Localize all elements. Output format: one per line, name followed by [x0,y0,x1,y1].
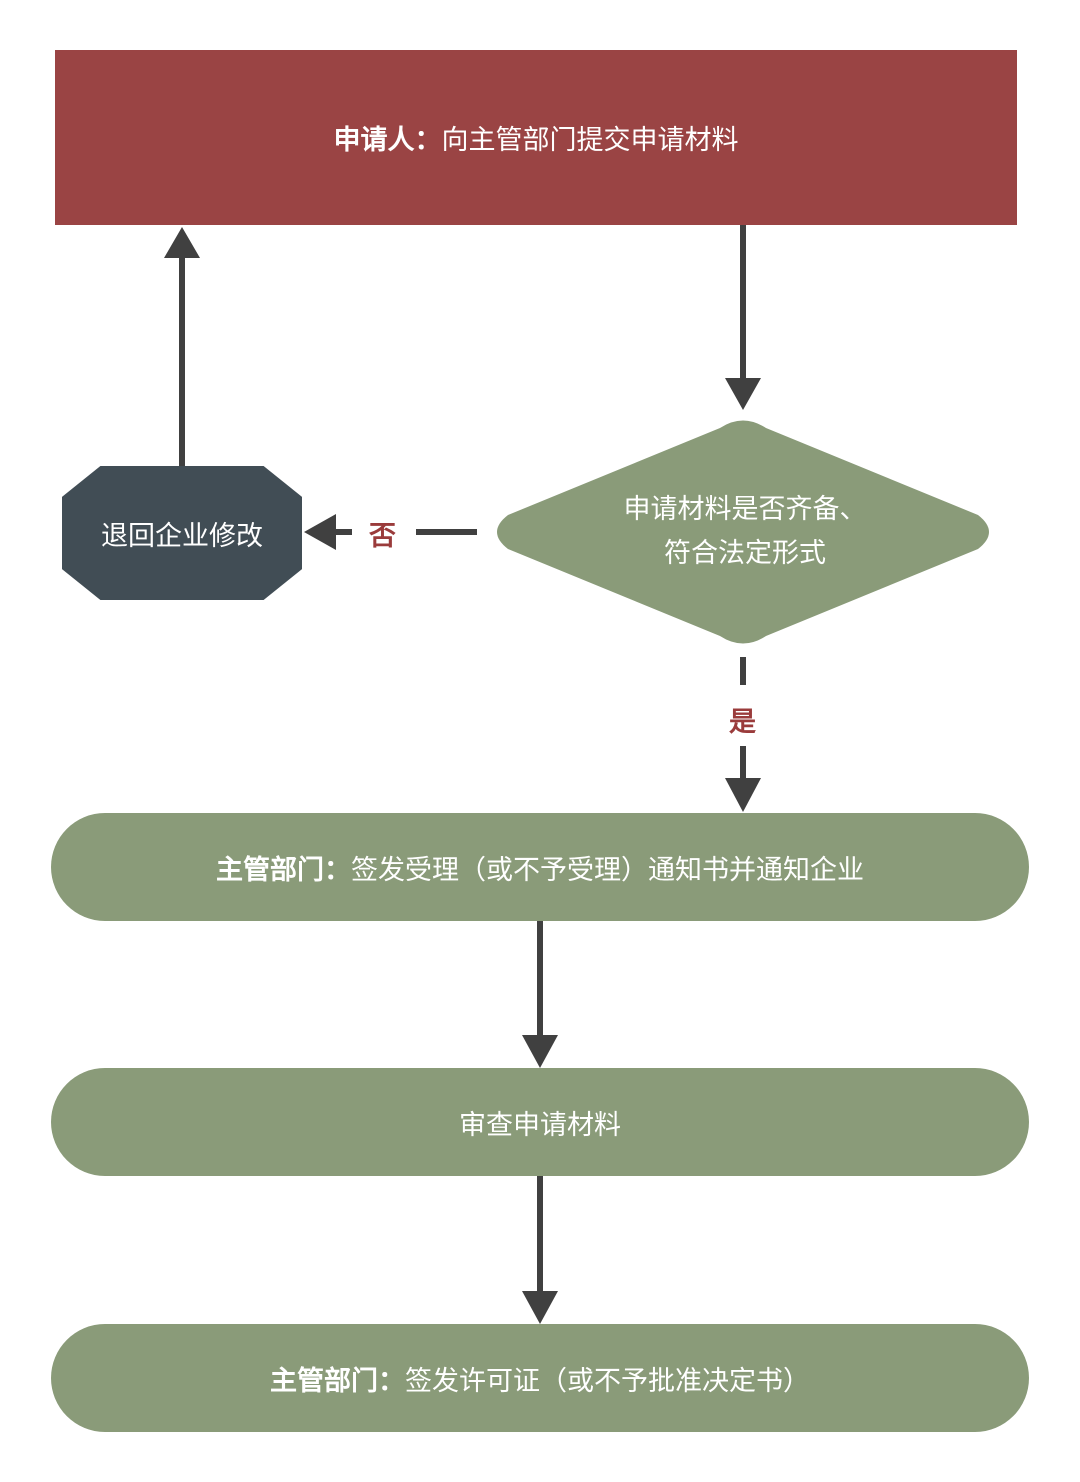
arrowhead-down-permit [522,1291,558,1324]
permit-role: 主管部门： [270,1365,405,1397]
decision-line-2: 符合法定形式 [664,538,826,569]
return-text: 退回企业修改 [101,520,263,552]
arrowhead-left-return [304,514,336,550]
accept-node: 主管部门：签发受理（或不予受理）通知书并通知企业 [51,813,1029,921]
decision-node-text: 申请材料是否齐备、 符合法定形式 [560,488,930,576]
arrowhead-down-decision [725,378,761,410]
decision-line-1: 申请材料是否齐备、 [623,494,867,525]
arrowhead-down-accept [725,778,761,812]
branch-label-no: 否 [369,521,396,552]
applicant-action: 向主管部门提交申请材料 [441,125,739,156]
applicant-node: 申请人：向主管部门提交申请材料 [55,50,1017,225]
review-text: 审查申请材料 [459,1109,621,1141]
accept-role: 主管部门： [216,854,351,886]
branch-label-yes: 是 [729,707,756,738]
decision-diamond [497,420,989,644]
review-node: 审查申请材料 [51,1068,1029,1176]
arrowhead-down-review [522,1035,558,1068]
accept-action: 签发受理（或不予受理）通知书并通知企业 [351,854,864,886]
applicant-role: 申请人： [333,125,442,156]
permit-action: 签发许可证（或不予批准决定书） [405,1365,810,1397]
permit-node: 主管部门：签发许可证（或不予批准决定书） [51,1324,1029,1432]
return-node: 退回企业修改 [62,466,302,600]
arrowhead-up-applicant [164,227,200,258]
